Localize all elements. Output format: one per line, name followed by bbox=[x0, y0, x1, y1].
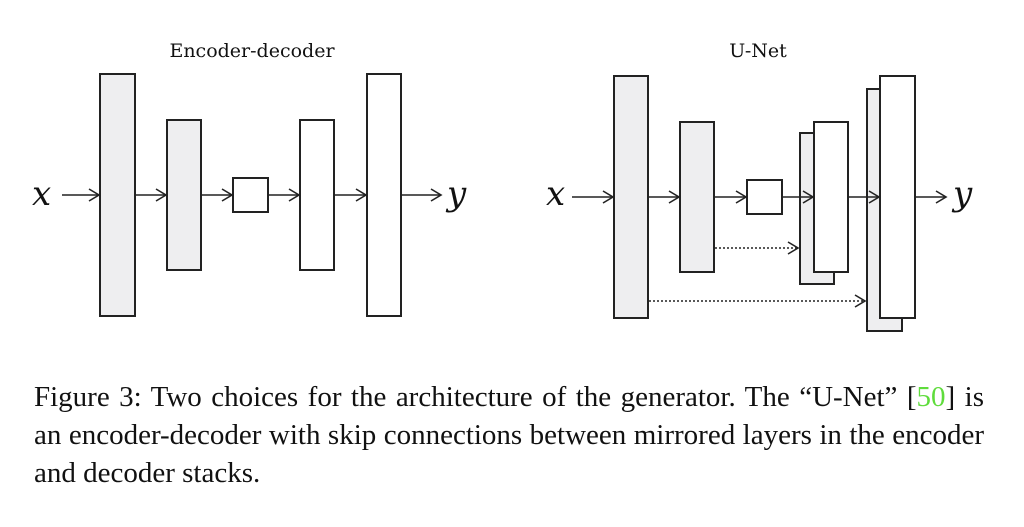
forward-arrow bbox=[269, 188, 301, 202]
output-arrow bbox=[916, 190, 948, 204]
caption-text: ] is an encoder-decoder with skip connec… bbox=[34, 381, 985, 489]
skip-connection-arrow bbox=[715, 241, 800, 255]
encoder-layer-1 bbox=[99, 73, 136, 317]
u-net-title: U-Net bbox=[729, 40, 787, 62]
input-label-x: x bbox=[32, 174, 51, 214]
output-label-y: y bbox=[951, 174, 973, 214]
skip-connection-arrow bbox=[649, 294, 867, 308]
forward-arrow bbox=[202, 188, 234, 202]
decoder-layer-1 bbox=[813, 121, 849, 273]
output-label-y: y bbox=[445, 174, 467, 214]
encoder-layer-1 bbox=[613, 75, 649, 319]
forward-arrow bbox=[715, 190, 748, 204]
input-label-x: x bbox=[546, 174, 565, 214]
forward-arrow bbox=[783, 190, 815, 204]
forward-arrow bbox=[849, 190, 881, 204]
citation-link[interactable]: 50 bbox=[916, 381, 946, 413]
architecture-diagram: Encoder-decoder x y U-Net x y bbox=[32, 40, 973, 332]
decoder-layer-1 bbox=[299, 119, 335, 271]
caption-text: Two choices for the architecture of the … bbox=[141, 381, 917, 413]
encoder-layer-2 bbox=[166, 119, 202, 271]
figure-caption: Figure 3: Two choices for the architectu… bbox=[34, 378, 984, 492]
output-arrow bbox=[402, 188, 443, 202]
u-net-diagram: U-Net x y bbox=[546, 40, 973, 332]
forward-arrow bbox=[62, 188, 101, 202]
forward-arrow bbox=[136, 188, 168, 202]
bottleneck-layer bbox=[232, 177, 269, 213]
encoder-decoder-diagram: Encoder-decoder x y bbox=[32, 40, 467, 317]
forward-arrow bbox=[572, 190, 615, 204]
encoder-layer-2 bbox=[679, 121, 715, 273]
forward-arrow bbox=[335, 188, 368, 202]
bottleneck-layer bbox=[746, 179, 783, 215]
encoder-decoder-title: Encoder-decoder bbox=[169, 40, 335, 62]
decoder-layer-2 bbox=[366, 73, 402, 317]
forward-arrow bbox=[649, 190, 681, 204]
figure-label: Figure 3: bbox=[34, 381, 142, 413]
decoder-layer-2 bbox=[879, 75, 916, 319]
